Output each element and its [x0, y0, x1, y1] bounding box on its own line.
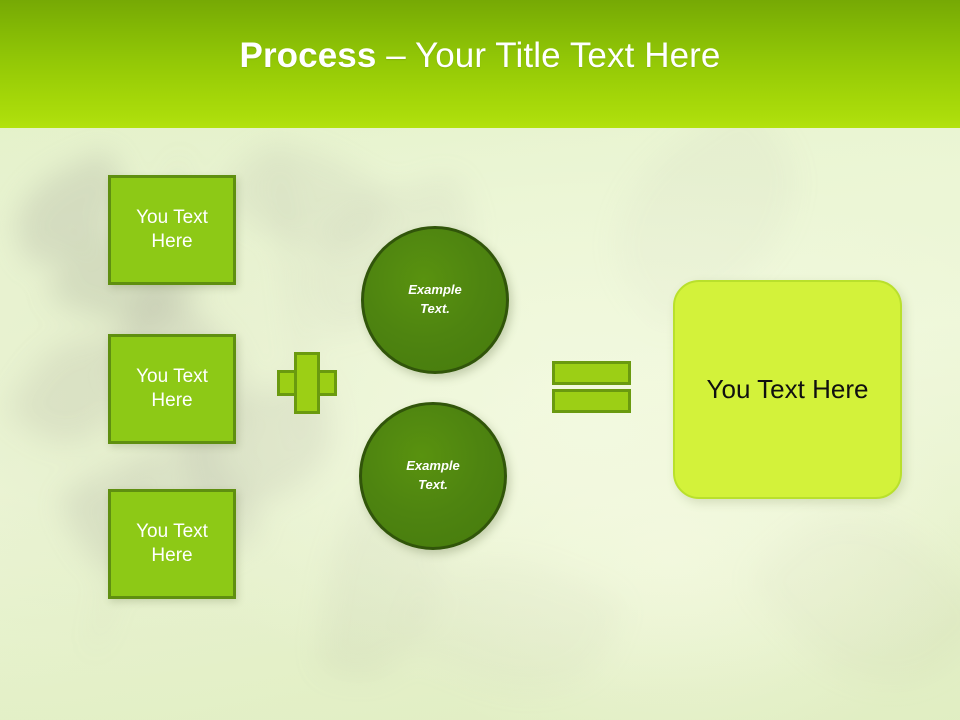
example-circle-2[interactable]: Example Text.: [359, 402, 507, 550]
plus-icon: [277, 352, 337, 414]
slide-title-separator: –: [376, 35, 415, 75]
input-box-1-label: You Text Here: [136, 206, 208, 252]
equals-icon-top-bar: [552, 361, 631, 385]
input-box-1[interactable]: You Text Here: [108, 175, 236, 285]
slide-header: Process – Your Title Text Here: [0, 0, 960, 128]
example-circle-2-label: Example Text.: [406, 458, 460, 492]
input-box-2[interactable]: You Text Here: [108, 334, 236, 444]
result-box-label: You Text Here: [706, 374, 869, 404]
example-circle-1[interactable]: Example Text.: [361, 226, 509, 374]
slide-title: Process – Your Title Text Here: [240, 38, 721, 91]
slide-title-rest: Your Title Text Here: [415, 35, 721, 75]
slide-title-bold: Process: [239, 35, 377, 75]
input-box-2-label: You Text Here: [136, 365, 208, 411]
example-circle-1-label: Example Text.: [408, 282, 462, 316]
input-box-3-label: You Text Here: [136, 520, 208, 566]
equals-icon-bottom-bar: [552, 389, 631, 413]
result-box[interactable]: You Text Here: [673, 280, 902, 499]
plus-icon-center-fill: [297, 373, 317, 393]
input-box-3[interactable]: You Text Here: [108, 489, 236, 599]
equals-icon: [552, 361, 631, 413]
